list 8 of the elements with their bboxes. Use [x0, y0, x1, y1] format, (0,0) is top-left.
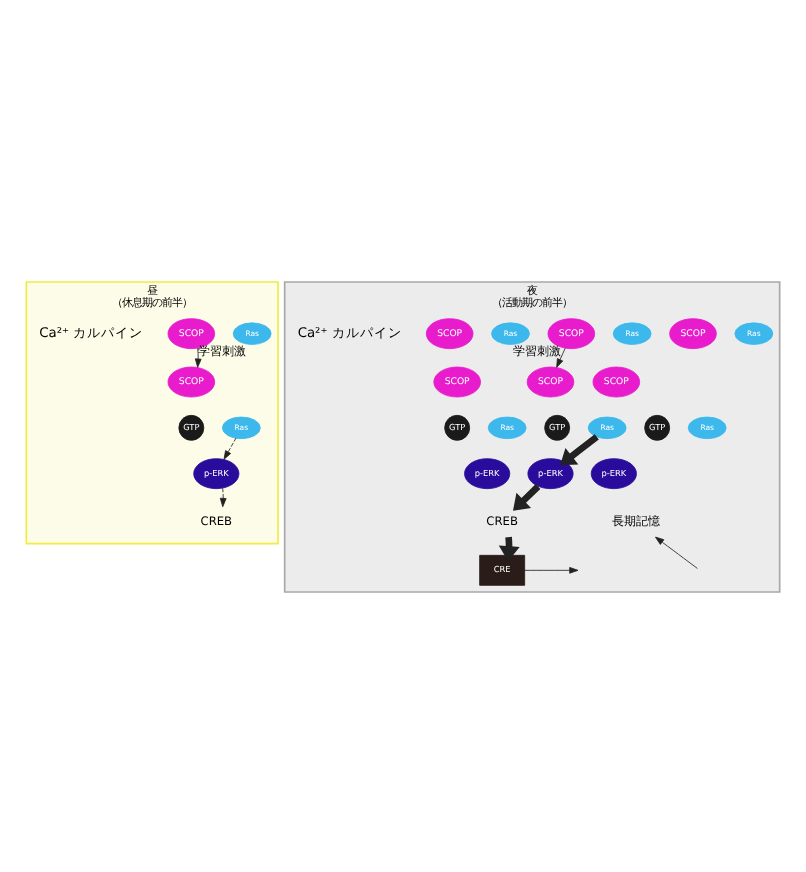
arrow — [219, 486, 227, 507]
arrow — [655, 535, 698, 568]
arrow — [524, 566, 579, 573]
arrow — [560, 433, 599, 465]
arrow — [512, 483, 541, 510]
arrow — [556, 346, 566, 367]
arrow — [194, 346, 202, 367]
arrow — [223, 436, 237, 459]
